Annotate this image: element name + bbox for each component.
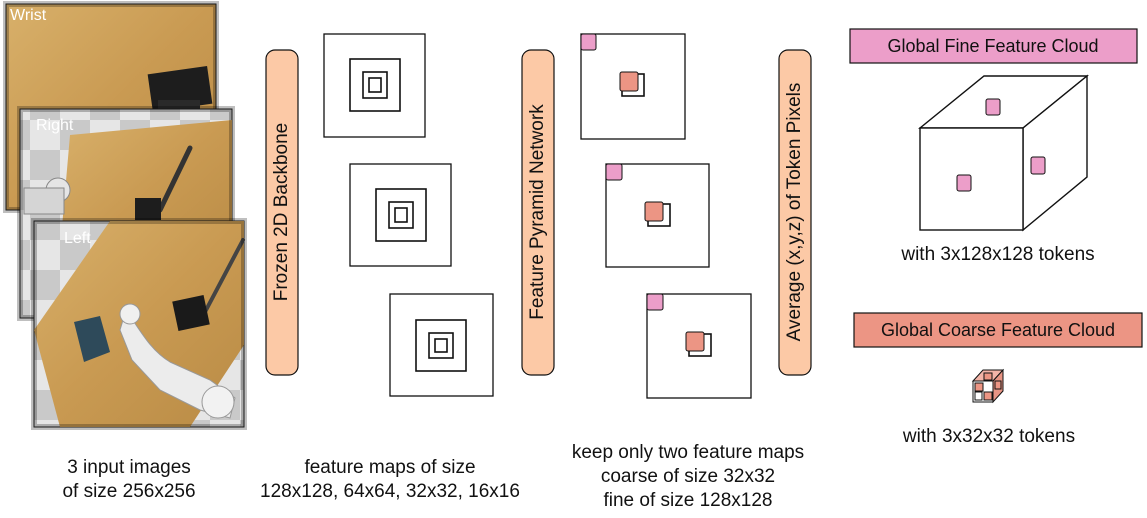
- camera-label-wrist: Wrist: [10, 7, 47, 24]
- feature-maps-caption: feature maps of size 128x128, 64x64, 32x…: [240, 456, 540, 504]
- coarse-cloud-cube: [971, 368, 1005, 404]
- coarse-cloud-title-badge: Global Coarse Feature Cloud: [853, 312, 1143, 348]
- kept-map-3: [646, 293, 752, 399]
- feature-maps-caption-line-2: 128x128, 64x64, 32x32, 16x16: [260, 481, 520, 502]
- coarse-cloud-tokens: with 3x32x32 tokens: [902, 426, 1075, 447]
- fine-cloud-title-badge: Global Fine Feature Cloud: [849, 28, 1138, 64]
- keep-caption: keep only two feature maps coarse of siz…: [548, 441, 828, 513]
- inputs-caption-line-2: of size 256x256: [62, 481, 196, 502]
- inputs-caption: 3 input images of size 256x256: [20, 456, 238, 504]
- backbone-label: Frozen 2D Backbone: [271, 123, 292, 302]
- kept-map-2: [605, 163, 710, 268]
- fpn-label: Feature Pyramid Network: [527, 104, 548, 320]
- feature-map-stack-3: [389, 293, 494, 397]
- fine-cloud-title: Global Fine Feature Cloud: [887, 36, 1098, 56]
- keep-caption-line-2: coarse of size 32x32: [600, 466, 776, 487]
- average-block: Average (x,y,z) of Token Pixels: [778, 49, 812, 376]
- keep-caption-line-1: keep only two feature maps: [571, 442, 805, 463]
- camera-label-left: Left: [64, 230, 91, 247]
- feature-map-stack-1: [323, 33, 426, 138]
- average-label: Average (x,y,z) of Token Pixels: [784, 83, 805, 342]
- kept-map-1: [580, 33, 686, 140]
- feature-map-stack-2: [349, 163, 452, 267]
- fpn-block: Feature Pyramid Network: [521, 49, 555, 376]
- feature-maps-caption-line-1: feature maps of size: [304, 457, 476, 478]
- inputs-caption-line-1: 3 input images: [67, 457, 191, 478]
- camera-label-right: Right: [36, 117, 74, 134]
- backbone-block: Frozen 2D Backbone: [265, 49, 299, 376]
- fine-cloud-cube: [918, 74, 1089, 232]
- coarse-cloud-title: Global Coarse Feature Cloud: [881, 320, 1115, 340]
- camera-image-left: Left: [31, 218, 247, 430]
- keep-caption-line-3: fine of size 128x128: [603, 490, 773, 511]
- fine-cloud-tokens: with 3x128x128 tokens: [900, 244, 1094, 265]
